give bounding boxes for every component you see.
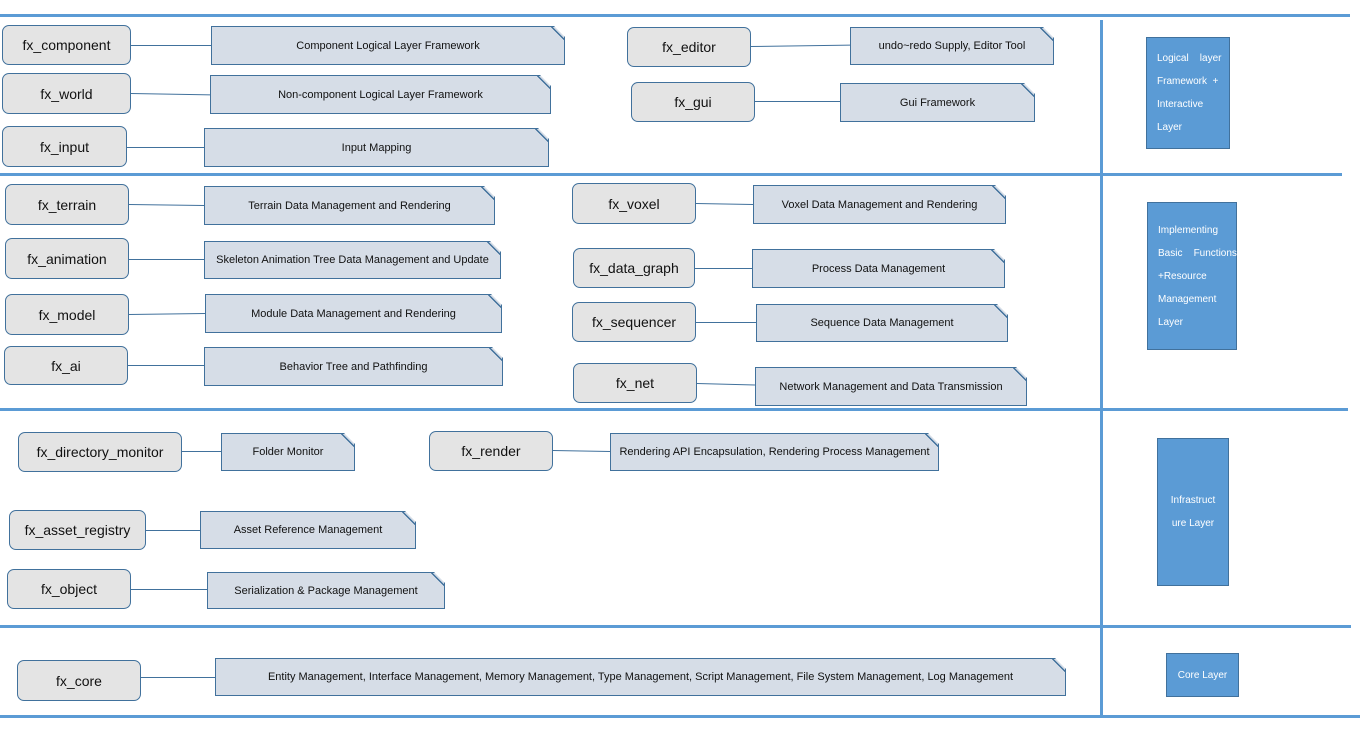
- module-fx-net: fx_net: [573, 363, 697, 403]
- module-fx-editor: fx_editor: [627, 27, 751, 67]
- module-description: Asset Reference Management: [200, 511, 416, 549]
- connector: [696, 322, 756, 323]
- connector: [131, 45, 211, 46]
- module-description: Gui Framework: [840, 83, 1035, 122]
- module-description: Component Logical Layer Framework: [211, 26, 565, 65]
- module-description: Skeleton Animation Tree Data Management …: [204, 241, 501, 279]
- module-fx-model: fx_model: [5, 294, 129, 335]
- vertical-divider: [1100, 20, 1103, 715]
- layer-text-line: Core Layer: [1177, 669, 1228, 681]
- separator-line-bottom: [0, 715, 1360, 718]
- module-fx-input: fx_input: [2, 126, 127, 167]
- connector: [751, 44, 851, 47]
- module-fx-gui: fx_gui: [631, 82, 755, 122]
- separator-line-3: [0, 625, 1351, 628]
- connector: [695, 203, 753, 205]
- module-fx-ai: fx_ai: [4, 346, 128, 385]
- module-description: Serialization & Package Management: [207, 572, 445, 609]
- module-description: Process Data Management: [752, 249, 1005, 288]
- module-fx-core: fx_core: [17, 660, 141, 701]
- module-fx-world: fx_world: [2, 73, 131, 114]
- module-fx-render: fx_render: [429, 431, 553, 471]
- connector: [755, 101, 840, 102]
- module-description: Rendering API Encapsulation, Rendering P…: [610, 433, 939, 471]
- module-description: Behavior Tree and Pathfinding: [204, 347, 503, 386]
- module-fx-sequencer: fx_sequencer: [572, 302, 696, 342]
- module-description: Folder Monitor: [221, 433, 355, 471]
- connector: [130, 93, 211, 96]
- connector: [141, 677, 215, 678]
- module-description: Terrain Data Management and Rendering: [204, 186, 495, 225]
- module-description: Non-component Logical Layer Framework: [210, 75, 551, 114]
- layer-text-line: Management: [1158, 293, 1217, 305]
- layer-box-core: Core Layer: [1166, 653, 1239, 697]
- separator-line-top: [0, 14, 1350, 17]
- layer-text-line: Basic Functions: [1158, 247, 1237, 259]
- module-fx-component: fx_component: [2, 25, 131, 65]
- module-description: Input Mapping: [204, 128, 549, 167]
- module-fx-animation: fx_animation: [5, 238, 129, 279]
- module-fx-terrain: fx_terrain: [5, 184, 129, 225]
- module-fx-voxel: fx_voxel: [572, 183, 696, 224]
- separator-line-2: [0, 408, 1348, 411]
- module-description: Voxel Data Management and Rendering: [753, 185, 1006, 224]
- connector: [131, 589, 207, 590]
- module-description: Module Data Management and Rendering: [205, 294, 502, 333]
- layer-text-line: Logical layer: [1157, 53, 1222, 64]
- layer-text-line: Infrastruct: [1170, 495, 1216, 506]
- connector: [696, 383, 755, 386]
- connector: [127, 147, 204, 148]
- layer-text-line: ure Layer: [1171, 518, 1215, 529]
- layer-box-basic-functions: Implementing Basic Functions +Resource M…: [1147, 202, 1237, 350]
- connector: [182, 451, 221, 452]
- connector: [146, 530, 200, 531]
- layer-text-line: Implementing: [1158, 224, 1219, 236]
- connector: [552, 450, 610, 452]
- module-fx-asset-registry: fx_asset_registry: [9, 510, 146, 550]
- connector: [128, 365, 204, 366]
- layer-text-line: Layer: [1158, 316, 1184, 328]
- module-description: Network Management and Data Transmission: [755, 367, 1027, 406]
- layer-box-logical: Logical layer Framework + Interactive La…: [1146, 37, 1230, 149]
- module-description: undo~redo Supply, Editor Tool: [850, 27, 1054, 65]
- connector: [129, 312, 206, 315]
- module-fx-data-graph: fx_data_graph: [573, 248, 695, 288]
- module-description: Sequence Data Management: [756, 304, 1008, 342]
- module-fx-object: fx_object: [7, 569, 131, 609]
- layer-text-line: Interactive: [1157, 99, 1204, 110]
- module-fx-directory-monitor: fx_directory_monitor: [18, 432, 182, 472]
- connector: [128, 204, 204, 207]
- connector: [695, 268, 752, 269]
- separator-line-1: [0, 173, 1342, 176]
- module-description: Entity Management, Interface Management,…: [215, 658, 1066, 696]
- layer-text-line: +Resource: [1158, 270, 1207, 282]
- layer-text-line: Framework +: [1157, 76, 1219, 87]
- connector: [129, 259, 204, 260]
- layer-text-line: Layer: [1157, 122, 1183, 133]
- layer-box-infrastructure: Infrastruct ure Layer: [1157, 438, 1229, 586]
